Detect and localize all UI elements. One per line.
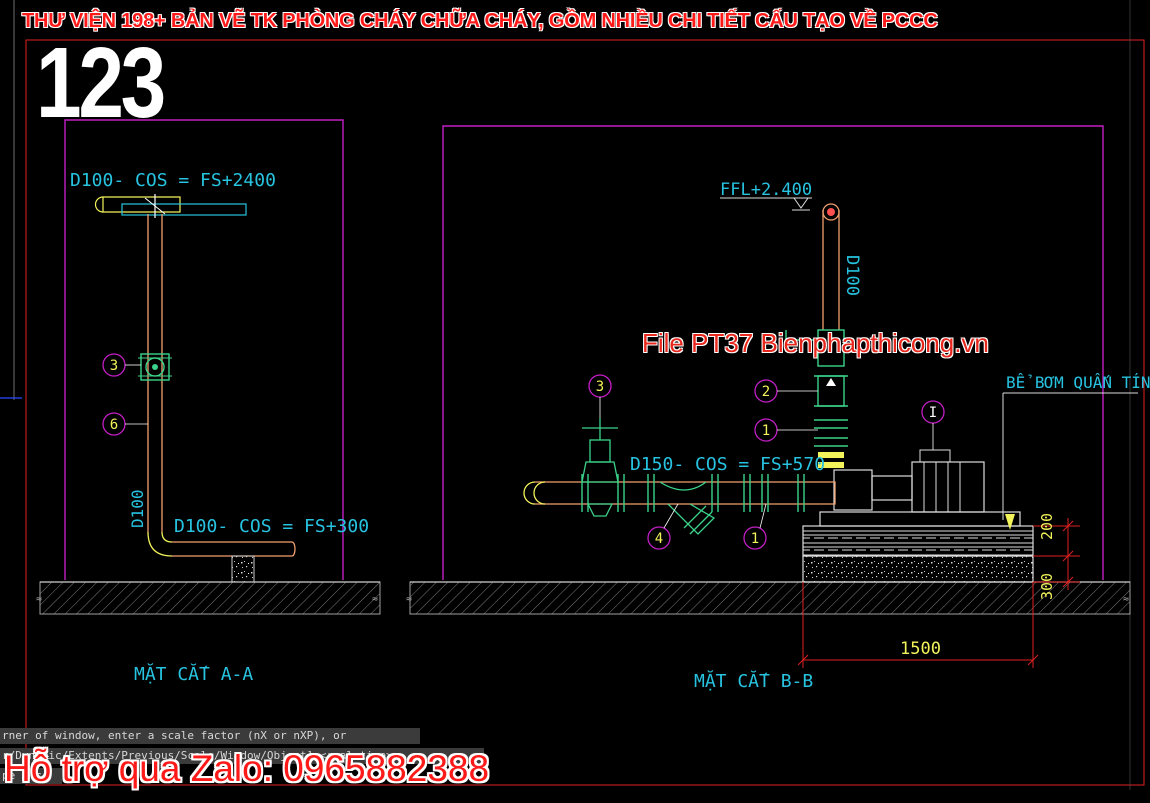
- dimension-width: [797, 582, 1039, 668]
- support-contact-text: Hỗ trợ qua Zalo: 0965882388: [4, 748, 490, 789]
- callout-I-bb: I: [921, 400, 945, 450]
- label-suction-elevation: D150- COS = FS+570: [630, 454, 825, 475]
- section-title-bb: MẶT CẮT B-B: [694, 670, 813, 692]
- banner-title: THƯ VIỆN 198+ BẢN VẼ TK PHÒNG CHÁY CHỮA …: [22, 10, 938, 32]
- riser-fittings: [785, 329, 848, 447]
- tank-outline-aa: [64, 119, 344, 580]
- svg-text:4: 4: [655, 531, 663, 547]
- svg-text:≈: ≈: [1123, 594, 1129, 605]
- section-title-aa: MẶT CẮT A-A: [134, 663, 253, 685]
- pump-icon: [819, 449, 1021, 530]
- section-bb: ≈ ≈: [406, 125, 1150, 692]
- label-pump-tank: BỂ BƠM QUẤN TÍNH: [1006, 373, 1150, 392]
- callout-2-bb: 2: [754, 379, 818, 403]
- ground-slab-bb: [409, 581, 1131, 615]
- svg-text:2: 2: [762, 384, 770, 400]
- spring-isolator-base: [802, 525, 1034, 557]
- label-top-elevation-aa: D100- COS = FS+2400: [70, 170, 276, 191]
- command-line-input[interactable]: pe a c: [0, 768, 62, 784]
- svg-text:≈: ≈: [36, 594, 42, 605]
- ground-slab-aa: [39, 581, 381, 615]
- callout-4-bb: 4: [647, 503, 679, 550]
- drawing-number-badge: 123: [36, 27, 166, 139]
- concrete-pad: [802, 555, 1034, 583]
- section-aa: ≈ ≈ 3 6: [36, 119, 381, 685]
- gate-valve-icon: [138, 353, 172, 381]
- svg-text:3: 3: [110, 358, 118, 374]
- riser-bolts: [818, 452, 844, 468]
- label-pipe-diameter-aa: D100: [128, 489, 147, 528]
- callout-3-bb: 3: [588, 374, 612, 418]
- command-line-history-1: rner of window, enter a scale factor (nX…: [0, 728, 420, 744]
- callout-3-aa: 3: [102, 353, 141, 377]
- y-strainer-icon: [659, 481, 716, 535]
- callout-1-bb-upper: 1: [754, 418, 818, 442]
- label-riser-diameter: D100: [842, 255, 862, 296]
- drawing-frame: [0, 0, 1145, 790]
- dimension-width-label: 1500: [900, 639, 941, 659]
- callout-6-aa: 6: [102, 412, 148, 436]
- svg-text:≈: ≈: [406, 594, 412, 605]
- dimension-height-1: 200: [1038, 513, 1056, 540]
- command-line-history-2: r/Dynamic/Extents/Previous/Scale/Window/…: [0, 748, 484, 764]
- label-bottom-elevation-aa: D100- COS = FS+300: [174, 516, 369, 537]
- svg-text:I: I: [929, 405, 937, 421]
- watermark-text: File PT37 Bienphapthicong.vn: [642, 328, 989, 358]
- svg-text:6: 6: [110, 417, 118, 433]
- gate-valve-bb-icon: [581, 418, 619, 517]
- dimension-height: [1033, 518, 1080, 590]
- svg-text:1: 1: [751, 531, 759, 547]
- dimension-height-2: 300: [1038, 573, 1056, 600]
- tank-outline-bb: [442, 125, 1104, 580]
- svg-text:≈: ≈: [372, 594, 378, 605]
- svg-text:1: 1: [762, 423, 770, 439]
- callout-1-bb-lower: 1: [743, 503, 767, 550]
- svg-text:3: 3: [596, 379, 604, 395]
- label-ffl: FFL+2.400: [720, 180, 812, 200]
